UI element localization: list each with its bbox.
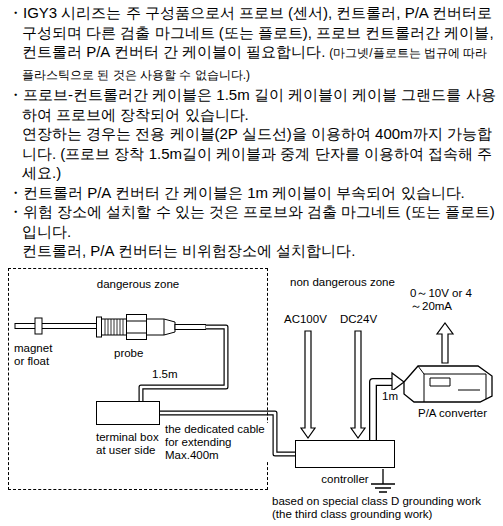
ground-symbol bbox=[371, 469, 395, 492]
edge-label: the dedicated cable for extending Max.40… bbox=[164, 423, 268, 462]
nut-edge bbox=[127, 321, 147, 322]
bullet-paragraph: ・위험 장소에 설치할 수 있는 것은 프로브와 검출 마그네트 (또는 플로트… bbox=[8, 202, 500, 261]
node-label: dangerous zone bbox=[9, 278, 267, 291]
thread-line bbox=[114, 319, 115, 335]
thread-line bbox=[120, 319, 121, 335]
gland-edge bbox=[164, 319, 165, 335]
bullet-text: ・위험 장소에 설치할 수 있는 것은 프로브와 검출 마그네트 (또는 플로트… bbox=[8, 203, 495, 240]
power-arrow bbox=[351, 331, 365, 438]
zone-label: non dangerous zone bbox=[290, 276, 395, 289]
power-label: AC100V bbox=[284, 313, 327, 326]
pa-converter: P/A converter bbox=[400, 360, 497, 422]
connector bbox=[141, 327, 226, 401]
probe-symbol bbox=[96, 311, 206, 343]
node-label: terminal box at user side bbox=[96, 431, 168, 457]
probe-rod bbox=[15, 324, 97, 329]
probe-flange bbox=[97, 317, 102, 337]
thread-line bbox=[111, 319, 112, 335]
edge-label: 1m bbox=[381, 390, 399, 403]
node-label: controller bbox=[295, 473, 395, 486]
pa-detail bbox=[418, 366, 486, 402]
connector bbox=[373, 373, 404, 440]
output-arrow bbox=[437, 323, 453, 363]
bullet-paragraph: ・IGY3 시리즈는 주 구성품으로서 프로브 (센서), 컨트롤러, P/A … bbox=[8, 3, 500, 85]
power-label: DC24V bbox=[340, 313, 377, 326]
bullet-paragraph: ・컨트롤러 P/A 컨버터 간 케이블은 1m 케이블이 부속되어 있습니다. bbox=[8, 183, 500, 203]
node-label: P/A converter bbox=[418, 407, 487, 420]
bullet-text: ・프로브-컨트롤러간 케이블은 1.5m 길이 케이블이 케이블 그랜드를 사용… bbox=[8, 86, 496, 123]
cable-gland bbox=[147, 319, 176, 335]
probe-thread bbox=[102, 319, 127, 335]
arrow-head bbox=[392, 373, 404, 391]
float-marker bbox=[35, 318, 42, 334]
bullet-text: 컨트롤러, P/A 컨버터는 비위험장소에 설치합니다. bbox=[22, 241, 500, 261]
thread-line bbox=[117, 319, 118, 335]
pa-converter-symbol bbox=[400, 360, 495, 404]
cable-inner bbox=[141, 327, 226, 401]
power-arrow bbox=[301, 331, 315, 438]
part-label: magnet or float bbox=[14, 342, 62, 368]
bullet-text: ・컨트롤러 P/A 컨버터 간 케이블은 1m 케이블이 부속되어 있습니다. bbox=[8, 184, 465, 201]
probe: probe bbox=[96, 311, 208, 363]
bullet-text: 연장하는 경우는 전용 케이블(2P 실드선)을 이용하여 400m까지 가능합… bbox=[22, 124, 500, 183]
pa-body bbox=[404, 366, 492, 402]
controller-outline bbox=[295, 440, 395, 468]
controller-box: controller bbox=[295, 440, 395, 488]
node-label: probe bbox=[114, 347, 143, 360]
thread-line bbox=[108, 319, 109, 335]
thread-line bbox=[105, 319, 106, 335]
note-label: based on special class D grounding work … bbox=[272, 495, 500, 521]
cable-outer bbox=[141, 327, 226, 401]
probe-cable bbox=[175, 325, 206, 330]
nut-edge bbox=[127, 333, 147, 334]
bullet-paragraph: ・프로브-컨트롤러간 케이블은 1.5m 길이 케이블이 케이블 그랜드를 사용… bbox=[8, 85, 500, 183]
terminal-box-outline bbox=[96, 401, 160, 425]
thread-line bbox=[123, 319, 124, 335]
probe-nut bbox=[127, 315, 147, 340]
signal-label: 0～10V or 4～20mA bbox=[410, 287, 482, 313]
text-block: ・IGY3 시리즈는 주 구성품으로서 프로브 (센서), 컨트롤러, P/A … bbox=[8, 3, 500, 261]
edge-label: 1.5m bbox=[151, 368, 179, 381]
